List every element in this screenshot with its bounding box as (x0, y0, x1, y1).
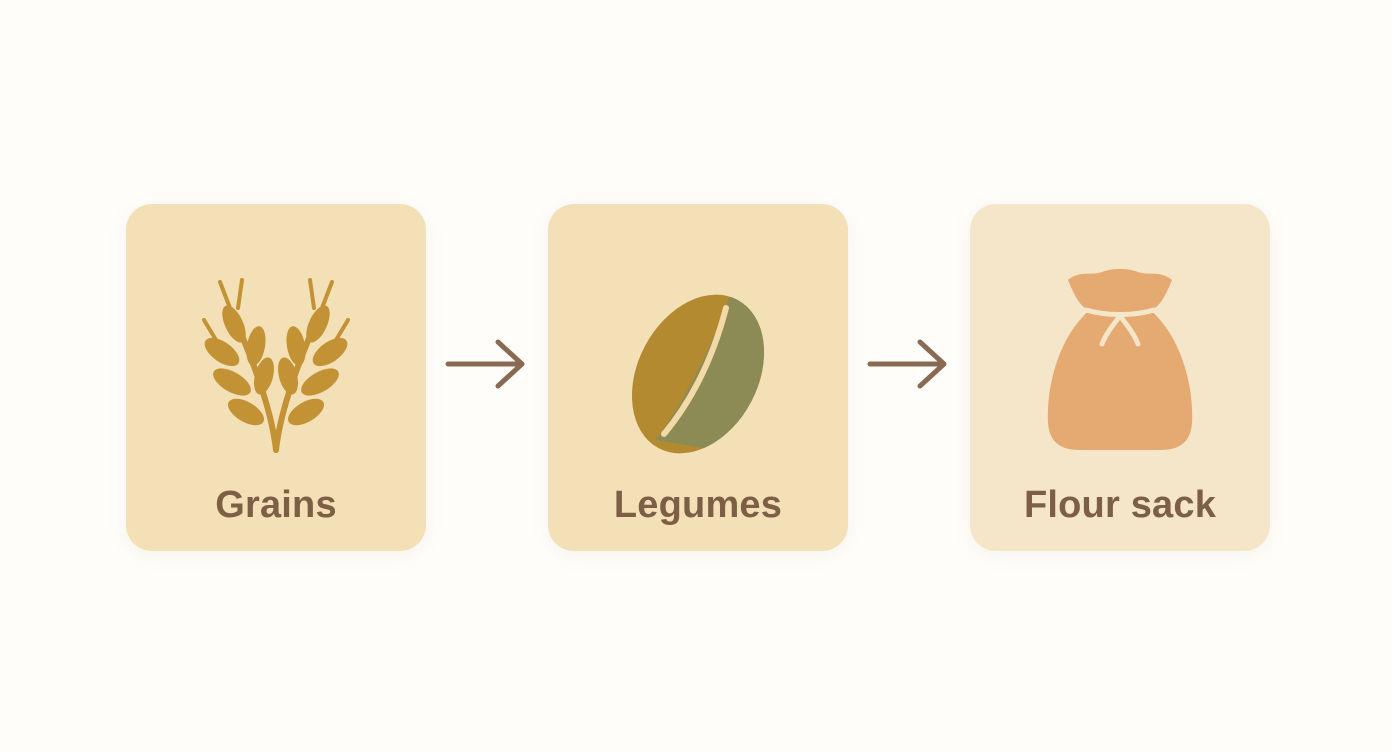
step-card-grains: Grains (126, 204, 426, 551)
step-label-flour-sack: Flour sack (1023, 484, 1217, 526)
step-card-flour-sack: Flour sack (970, 204, 1270, 551)
bean-icon (605, 271, 791, 464)
wheat-icon (202, 278, 350, 453)
step-label-legumes: Legumes (613, 484, 783, 526)
arrow-right-icon (445, 339, 525, 389)
sack-icon (1047, 269, 1193, 450)
step-label-grains: Grains (215, 484, 337, 526)
step-card-legumes: Legumes (548, 204, 848, 551)
arrow-right-icon (867, 339, 947, 389)
